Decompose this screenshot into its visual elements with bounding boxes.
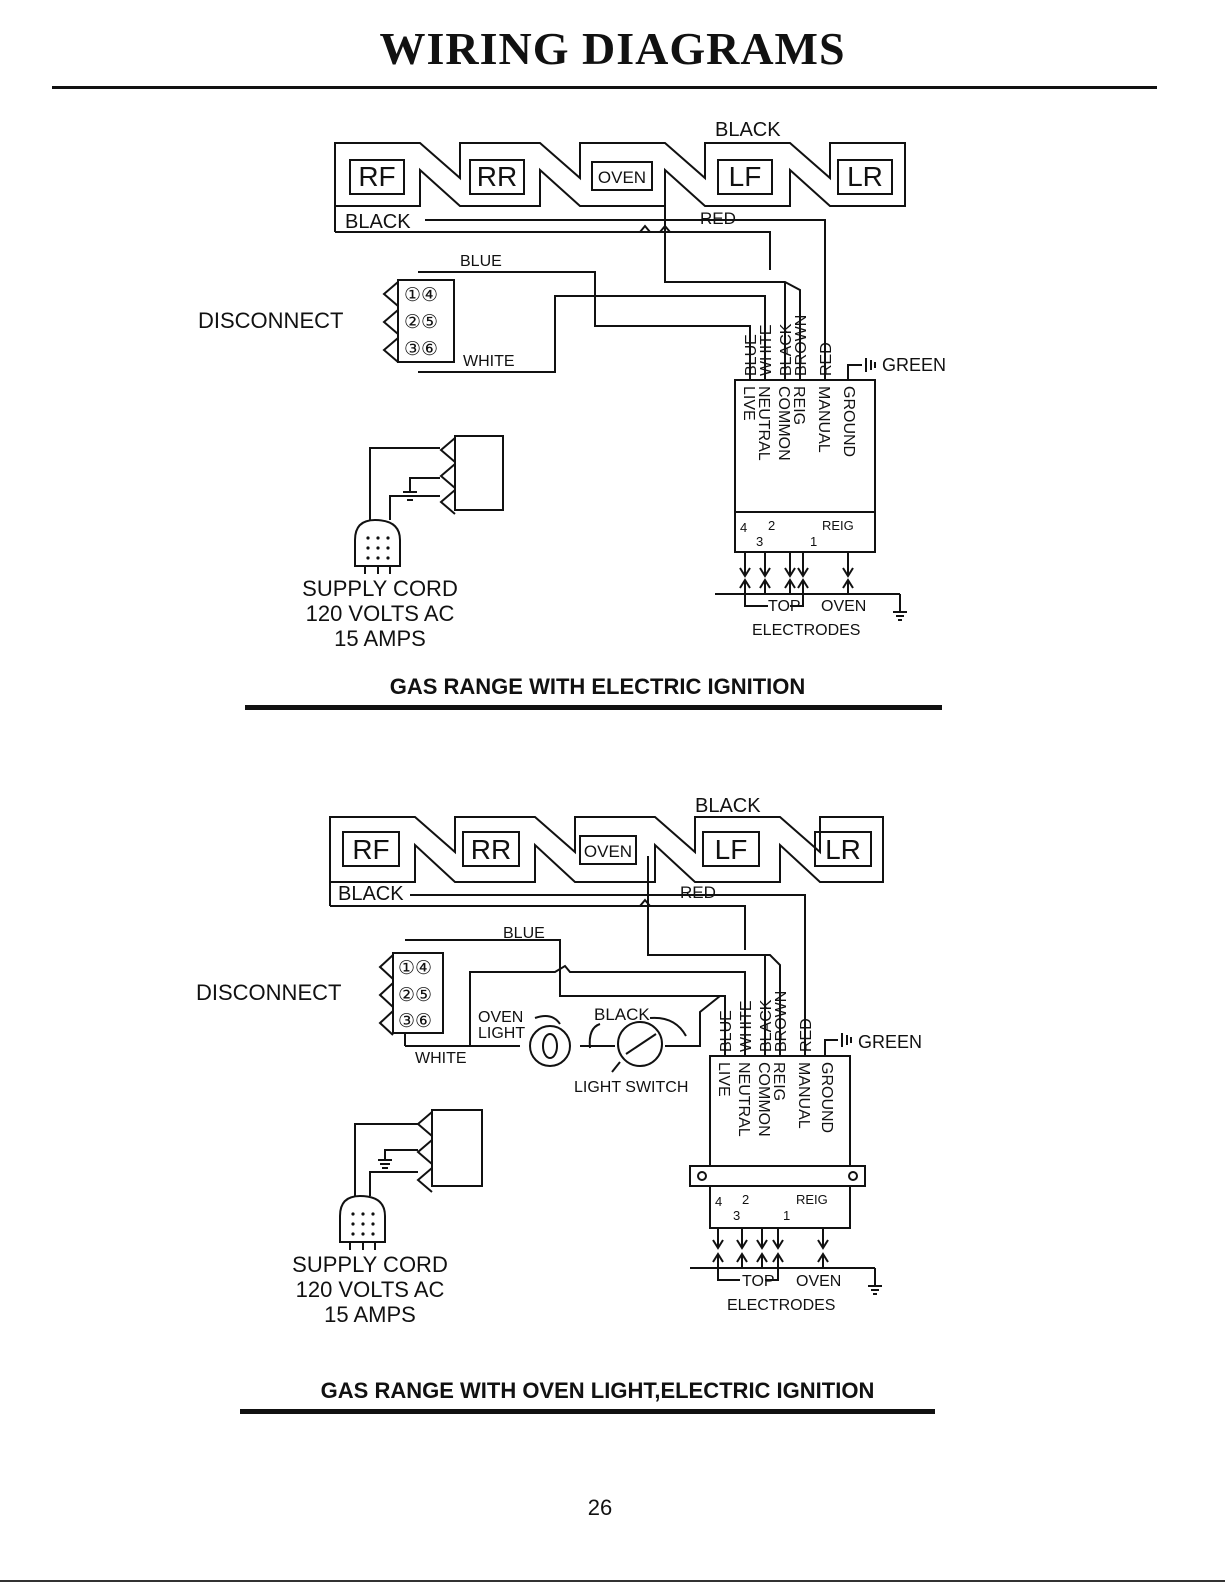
oven-light-label-2: LIGHT <box>478 1025 525 1042</box>
wire-label-green: GREEN <box>858 1032 922 1052</box>
module-function-manual: MANUAL <box>795 1062 812 1129</box>
burner-label-lf: LF <box>729 161 762 192</box>
burner-label-rr: RR <box>477 161 517 192</box>
supply-cord-line-1: SUPPLY CORD <box>302 576 458 601</box>
module-function-manual: MANUAL <box>815 386 832 453</box>
wiring-diagram-electric-ignition: RF RR OVEN LF LR BLACK BLACK RED BLUE WH… <box>198 119 946 651</box>
module-function-common: COMMON <box>755 1062 772 1137</box>
electrodes-label: ELECTRODES <box>752 622 860 639</box>
supply-cord-line-1: SUPPLY CORD <box>292 1252 448 1277</box>
module-function-common: COMMON <box>775 386 792 461</box>
caption-oven-light-ignition: GAS RANGE WITH OVEN LIGHT,ELECTRIC IGNIT… <box>320 1378 875 1403</box>
burner-label-rf: RF <box>358 161 395 192</box>
wire-label-white: WHITE <box>463 353 515 370</box>
module-input-white: WHITE <box>758 324 775 376</box>
disconnect-label: DISCONNECT <box>198 308 343 333</box>
module-input-blue: BLUE <box>718 1010 735 1052</box>
wire-label-black-left: BLACK <box>345 211 411 233</box>
burner-label-rr: RR <box>471 834 511 865</box>
wire-label-red: RED <box>680 883 716 902</box>
wire-label-black-light: BLACK <box>594 1005 650 1024</box>
module-function-neutral: NEUTRAL <box>755 386 772 461</box>
wire-label-black-left: BLACK <box>338 883 404 905</box>
module-output-1: 1 <box>810 534 817 549</box>
connector-pins-2: ②⑤ <box>404 312 438 333</box>
wire-label-blue: BLUE <box>503 925 545 942</box>
supply-cord-line-2: 120 VOLTS AC <box>306 601 455 626</box>
light-switch-label: LIGHT SWITCH <box>574 1079 688 1096</box>
supply-cord-line-3: 15 AMPS <box>334 626 426 651</box>
module-input-black: BLACK <box>758 999 775 1052</box>
connector-pins-1: ①④ <box>404 285 438 306</box>
page-title: WIRING DIAGRAMS <box>379 23 846 74</box>
page-number: 26 <box>587 1495 613 1520</box>
caption-rule-2 <box>240 1409 935 1414</box>
module-output-4: 4 <box>740 520 747 535</box>
oven-light-label-1: OVEN <box>478 1009 523 1026</box>
connector-pins-2: ②⑤ <box>398 985 432 1006</box>
module-output-4: 4 <box>715 1194 722 1209</box>
connector-pins-3: ③⑥ <box>398 1011 432 1032</box>
module-output-3: 3 <box>733 1208 740 1223</box>
module-function-live: LIVE <box>740 386 757 421</box>
disconnect-label: DISCONNECT <box>196 980 341 1005</box>
caption-rule-1 <box>245 705 942 710</box>
module-function-ground: GROUND <box>840 386 857 457</box>
module-input-red: RED <box>798 1018 815 1052</box>
wire-label-black-top: BLACK <box>715 119 781 141</box>
module-function-reig: REIG <box>790 386 807 425</box>
module-function-ground: GROUND <box>818 1062 835 1133</box>
module-input-brown: BROWN <box>793 315 810 376</box>
supply-cord-line-2: 120 VOLTS AC <box>296 1277 445 1302</box>
burner-label-lr: LR <box>847 161 883 192</box>
module-output-3: 3 <box>756 534 763 549</box>
connector-pins-3: ③⑥ <box>404 339 438 360</box>
module-output-reig: REIG <box>822 518 854 533</box>
module-output-1: 1 <box>783 1208 790 1223</box>
wire-label-green: GREEN <box>882 355 946 375</box>
electrode-label-oven: OVEN <box>821 598 866 615</box>
module-output-2: 2 <box>742 1192 749 1207</box>
connector-pins-1: ①④ <box>398 958 432 979</box>
supply-cord-line-3: 15 AMPS <box>324 1302 416 1327</box>
electrode-label-top: TOP <box>742 1273 775 1290</box>
wire-label-red: RED <box>700 209 736 228</box>
caption-electric-ignition: GAS RANGE WITH ELECTRIC IGNITION <box>389 674 806 699</box>
burner-label-lf: LF <box>715 834 748 865</box>
module-input-blue: BLUE <box>743 334 760 376</box>
wiring-diagram-oven-light: RF RR OVEN LF LR BLACK BLACK RED BLUE WH… <box>196 795 922 1327</box>
module-function-neutral: NEUTRAL <box>735 1062 752 1137</box>
bottom-rule <box>0 1580 1225 1582</box>
title-rule <box>52 86 1157 89</box>
electrode-label-oven: OVEN <box>796 1273 841 1290</box>
burner-label-oven: OVEN <box>598 168 646 187</box>
wire-label-blue: BLUE <box>460 253 502 270</box>
module-input-black: BLACK <box>778 323 795 376</box>
module-output-2: 2 <box>768 518 775 533</box>
wire-label-white: WHITE <box>415 1050 467 1067</box>
module-input-white: WHITE <box>738 1000 755 1052</box>
module-input-brown: BROWN <box>773 991 790 1052</box>
module-input-red: RED <box>818 342 835 376</box>
electrode-label-top: TOP <box>768 598 801 615</box>
burner-label-oven: OVEN <box>584 842 632 861</box>
electrodes-label: ELECTRODES <box>727 1297 835 1314</box>
module-function-live: LIVE <box>715 1062 732 1097</box>
burner-label-lr: LR <box>825 834 861 865</box>
module-function-reig: REIG <box>770 1062 787 1101</box>
wire-label-black-top: BLACK <box>695 795 761 817</box>
module-output-reig: REIG <box>796 1192 828 1207</box>
burner-label-rf: RF <box>352 834 389 865</box>
